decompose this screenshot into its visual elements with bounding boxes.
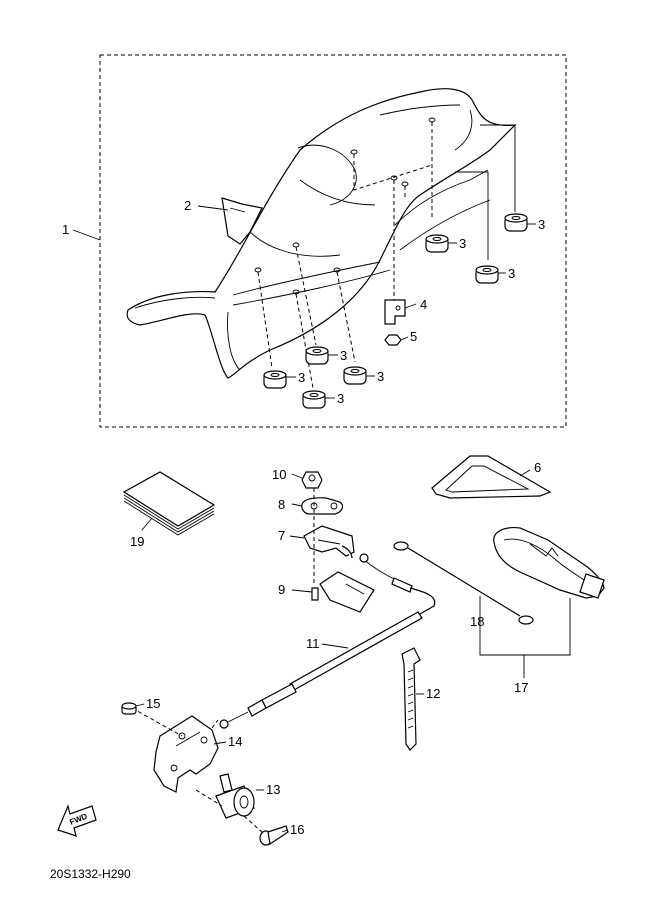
callout-12: 12 <box>426 686 440 701</box>
callout-3: 3 <box>508 266 515 281</box>
forward-direction-arrow: FWD <box>57 804 97 837</box>
callout-1: 1 <box>62 222 69 237</box>
owners-manual <box>122 471 216 536</box>
seat-label-tag <box>221 197 263 245</box>
damper-3f <box>263 370 287 389</box>
bracket-nut <box>384 334 402 346</box>
callout-9: 9 <box>278 582 285 597</box>
callout-13: 13 <box>266 782 280 797</box>
callout-16: 16 <box>290 822 304 837</box>
lock-latch-7 <box>303 525 355 559</box>
callout-3: 3 <box>538 217 545 232</box>
callout-14: 14 <box>228 734 242 749</box>
lock-cylinder-13 <box>195 773 255 819</box>
diagram-code: 20S1332-H290 <box>50 867 131 881</box>
group-bracket-17-18 <box>479 596 571 678</box>
callout-6: 6 <box>534 460 541 475</box>
callout-17: 17 <box>514 680 528 695</box>
callout-leaders <box>72 205 536 833</box>
callout-15: 15 <box>146 696 160 711</box>
damper-3a <box>504 213 528 232</box>
callout-3: 3 <box>298 370 305 385</box>
nut-10 <box>301 471 323 489</box>
damper-3d <box>305 346 329 365</box>
callout-3: 3 <box>377 369 384 384</box>
callout-4: 4 <box>420 297 427 312</box>
cable-tie <box>401 647 421 751</box>
callout-2: 2 <box>184 198 191 213</box>
callout-3: 3 <box>340 348 347 363</box>
seat-bracket <box>384 299 406 325</box>
callout-8: 8 <box>278 497 285 512</box>
cover-frame <box>431 455 552 499</box>
grommet-15 <box>121 702 137 715</box>
callout-7: 7 <box>278 528 285 543</box>
damper-3g <box>302 390 326 409</box>
callout-11: 11 <box>306 636 320 651</box>
callout-18: 18 <box>470 614 484 629</box>
screw-16 <box>243 815 289 846</box>
callout-5: 5 <box>410 329 417 344</box>
damper-3b <box>425 234 449 253</box>
callout-3: 3 <box>459 236 466 251</box>
tail-bag <box>493 527 605 599</box>
seat-lock-cable <box>219 553 436 729</box>
seat-drawing <box>126 88 517 379</box>
seat-assembly-boundary <box>99 54 567 428</box>
callout-3: 3 <box>337 391 344 406</box>
damper-3c <box>475 265 499 284</box>
callout-19: 19 <box>130 534 144 549</box>
latch-bracket <box>131 707 219 793</box>
damper-3e <box>343 366 367 385</box>
helmet-wire <box>393 541 534 625</box>
callout-10: 10 <box>272 467 286 482</box>
mount-leaders <box>254 117 516 389</box>
holder-9 <box>311 488 375 613</box>
plate-8 <box>301 497 344 515</box>
